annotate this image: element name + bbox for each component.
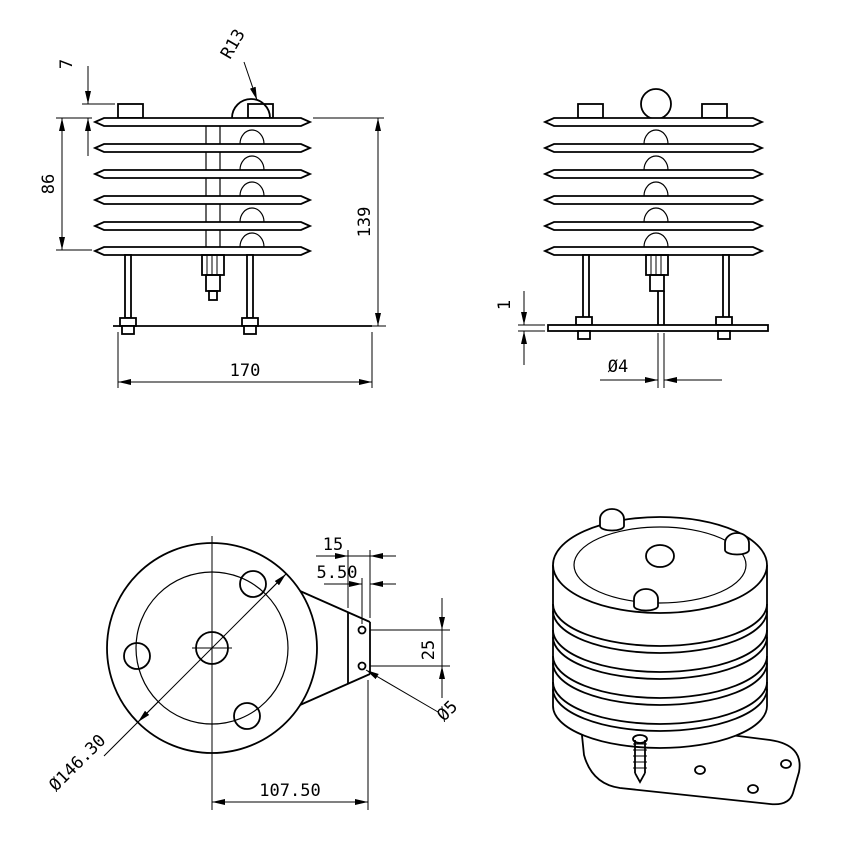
louver-stack bbox=[92, 117, 313, 256]
dimension-cap-height: 7 bbox=[56, 59, 115, 156]
bracket-hole bbox=[694, 765, 706, 775]
sensor-dome bbox=[231, 98, 271, 119]
bracket-hole bbox=[780, 759, 792, 769]
top-center-hole bbox=[645, 544, 675, 568]
bottom-view: 15 5.50 25 Ø5 Ø146.30 bbox=[45, 535, 462, 810]
dimension-hole-diameter: Ø5 bbox=[365, 669, 462, 726]
dim-label-edge-offset: 15 bbox=[323, 535, 343, 555]
base-plate bbox=[547, 324, 769, 332]
dimension-hole-spacing: 25 bbox=[370, 598, 450, 698]
outer-circle bbox=[106, 542, 318, 754]
bracket-hole bbox=[357, 625, 367, 635]
dimension-base-width: 170 bbox=[117, 332, 373, 388]
dim-label-base-width: 170 bbox=[230, 361, 261, 381]
iso-louver-stack bbox=[552, 565, 768, 749]
dimension-bracket-extent: 107.50 bbox=[212, 680, 369, 810]
dimension-dome-radius: R13 bbox=[217, 26, 258, 101]
dim-label-overall-height: 139 bbox=[355, 207, 375, 238]
dimension-hole-edge-offset: 5.50 bbox=[317, 563, 396, 624]
bolt-hole bbox=[123, 642, 151, 670]
top-post-right bbox=[701, 103, 728, 119]
dim-label-hole-diameter: Ø5 bbox=[433, 697, 462, 726]
bracket-hole bbox=[357, 661, 367, 671]
top-disc-inset bbox=[573, 526, 747, 604]
dim-label-plate-thickness: 1 bbox=[495, 300, 515, 310]
dim-label-stack-height: 86 bbox=[39, 174, 59, 194]
bolt-hole bbox=[233, 702, 261, 730]
top-post-left bbox=[117, 103, 144, 119]
dimension-outer-diameter: Ø146.30 bbox=[45, 573, 287, 796]
bracket-hole bbox=[747, 784, 759, 794]
dimension-overall-height: 139 bbox=[313, 117, 386, 327]
bolt-hole bbox=[239, 570, 267, 598]
mounting-legs bbox=[113, 254, 372, 335]
dim-label-dome-radius: R13 bbox=[217, 26, 250, 63]
side-view: 1 Ø4 bbox=[495, 88, 769, 388]
front-view: 7 86 139 170 R13 bbox=[39, 26, 386, 388]
louver-stack bbox=[542, 117, 765, 256]
iso-screw bbox=[632, 734, 648, 784]
dimension-stack-height: 86 bbox=[39, 118, 92, 251]
sensor-connector bbox=[645, 254, 669, 331]
dim-label-outer-diameter: Ø146.30 bbox=[45, 731, 110, 796]
isometric-view bbox=[552, 508, 801, 806]
sensor-connector bbox=[201, 254, 225, 301]
dimension-rod-diameter: Ø4 bbox=[600, 333, 722, 388]
dim-label-bracket-extent: 107.50 bbox=[259, 781, 320, 801]
top-post-left bbox=[577, 103, 604, 119]
cap-nuts bbox=[599, 508, 750, 612]
dim-label-rod-diameter: Ø4 bbox=[608, 357, 628, 377]
inner-post-arcs bbox=[643, 129, 669, 248]
inner-post-arcs bbox=[205, 126, 265, 248]
dim-label-cap-height: 7 bbox=[57, 59, 77, 69]
sensor-dome bbox=[640, 88, 672, 120]
dim-label-hole-spacing: 25 bbox=[419, 640, 439, 660]
dimension-edge-offset: 15 bbox=[316, 535, 396, 618]
mounting-legs bbox=[547, 254, 769, 340]
top-disc bbox=[552, 516, 768, 614]
mounting-bracket bbox=[299, 590, 371, 706]
dim-label-hole-edge-offset: 5.50 bbox=[317, 563, 358, 583]
diameter-line bbox=[103, 573, 287, 757]
inner-circle bbox=[135, 571, 289, 725]
dimension-plate-thickness: 1 bbox=[495, 291, 545, 365]
